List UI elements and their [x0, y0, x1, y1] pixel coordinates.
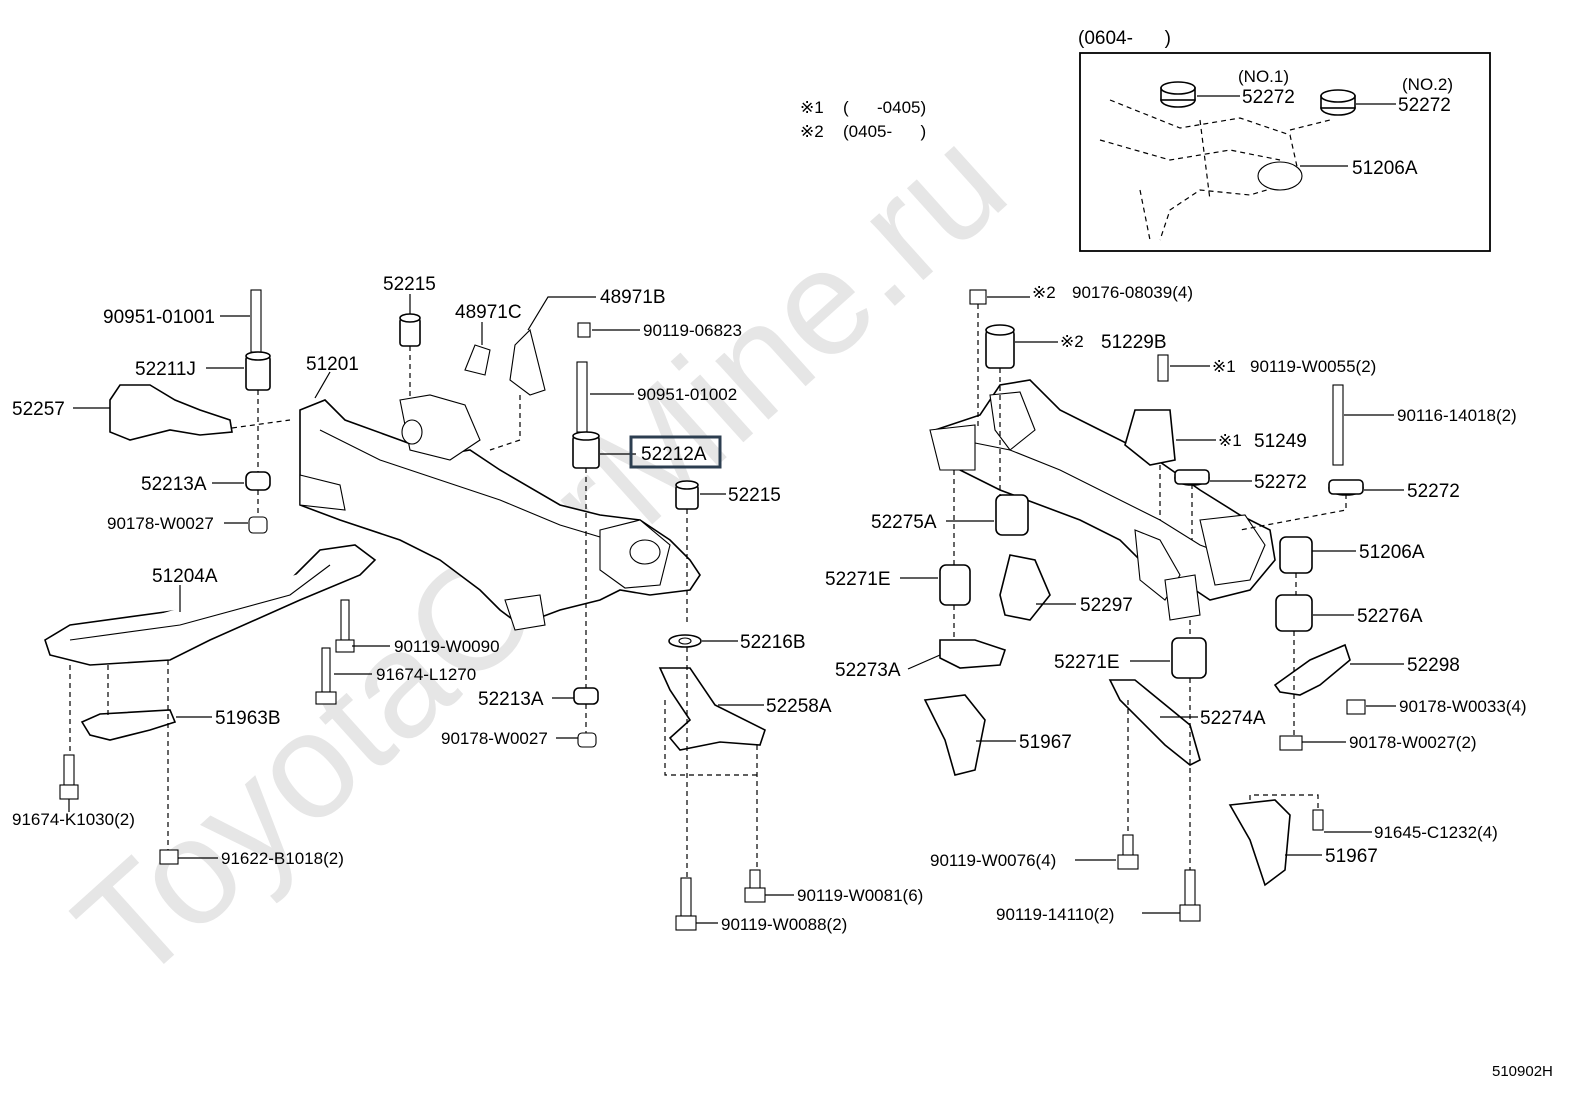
- front-suspension-member-assembly: 90951-01001 52211J 52257 52213A 90178-W0…: [12, 274, 923, 934]
- part-90119-w0088[interactable]: 90119-W0088(2): [721, 915, 847, 934]
- part-51204a[interactable]: 51204A: [152, 566, 218, 587]
- part-90119-w0081[interactable]: 90119-W0081(6): [797, 886, 923, 905]
- inset-part-51206a[interactable]: 51206A: [1352, 158, 1418, 179]
- part-52276a[interactable]: 52276A: [1357, 606, 1423, 627]
- part-90178-w0033[interactable]: 90178-W0033(4): [1399, 697, 1527, 716]
- part-91674-l1270[interactable]: 91674-L1270: [376, 665, 476, 684]
- mark-1-a: ※1: [1212, 357, 1236, 376]
- part-52215-top[interactable]: 52215: [383, 274, 436, 295]
- part-90119-14110[interactable]: 90119-14110(2): [996, 905, 1114, 924]
- part-51963b[interactable]: 51963B: [215, 708, 281, 729]
- part-51249[interactable]: 51249: [1254, 431, 1307, 452]
- inset-diagram: (0604- ) (NO.1) (NO.2) 52272 52272 51206…: [1078, 28, 1491, 252]
- part-90178-w0027-center[interactable]: 90178-W0027: [441, 729, 548, 748]
- inset-part-52272-b[interactable]: 52272: [1398, 95, 1451, 116]
- part-52216b[interactable]: 52216B: [740, 632, 806, 653]
- part-52297[interactable]: 52297: [1080, 595, 1133, 616]
- note-2-range: (0405- ): [843, 122, 926, 141]
- part-52213a-lower[interactable]: 52213A: [478, 689, 544, 710]
- note-1-range: ( -0405): [843, 98, 926, 117]
- mark-2-a: ※2: [1032, 283, 1056, 302]
- highlight-box: [629, 435, 722, 469]
- part-90951-01001[interactable]: 90951-01001: [103, 307, 215, 328]
- part-51206a[interactable]: 51206A: [1359, 542, 1425, 563]
- part-48971c[interactable]: 48971C: [455, 302, 522, 323]
- part-51967-upper[interactable]: 51967: [1019, 732, 1072, 753]
- part-51967-lower[interactable]: 51967: [1325, 846, 1378, 867]
- part-90119-w0090[interactable]: 90119-W0090: [394, 637, 500, 656]
- part-90178-w0027-right[interactable]: 90178-W0027(2): [1349, 733, 1477, 752]
- part-90119-06823[interactable]: 90119-06823: [643, 321, 742, 340]
- inset-label-no2: (NO.2): [1402, 75, 1453, 94]
- inset-label-no1: (NO.1): [1238, 67, 1289, 86]
- part-52271e-lower[interactable]: 52271E: [1054, 652, 1120, 673]
- part-51229b[interactable]: 51229B: [1101, 332, 1167, 353]
- part-52211j[interactable]: 52211J: [135, 359, 196, 380]
- part-90178-w0027-left[interactable]: 90178-W0027: [107, 514, 214, 533]
- part-90116-14018[interactable]: 90116-14018(2): [1397, 406, 1517, 425]
- part-48971b[interactable]: 48971B: [600, 287, 666, 308]
- part-52272-right-b[interactable]: 52272: [1407, 481, 1460, 502]
- figure-code: 510902H: [1492, 1063, 1553, 1080]
- mark-2-b: ※2: [1060, 332, 1084, 351]
- part-91674-k1030[interactable]: 91674-K1030(2): [12, 810, 135, 829]
- part-51201[interactable]: 51201: [306, 354, 359, 375]
- part-52212a[interactable]: 52212A: [641, 444, 707, 465]
- part-52213a-upper[interactable]: 52213A: [141, 474, 207, 495]
- inset-part-52272-a[interactable]: 52272: [1242, 87, 1295, 108]
- inset-range: (0604- ): [1078, 28, 1171, 49]
- part-52298[interactable]: 52298: [1407, 655, 1460, 676]
- part-52274a[interactable]: 52274A: [1200, 708, 1266, 729]
- part-90951-01002[interactable]: 90951-01002: [637, 385, 737, 404]
- notes: ※1 ( -0405) ※2 (0405- ): [800, 98, 926, 141]
- part-90176-08039[interactable]: 90176-08039(4): [1072, 283, 1193, 302]
- part-52258a[interactable]: 52258A: [766, 696, 832, 717]
- part-52215-right[interactable]: 52215: [728, 485, 781, 506]
- part-52275a[interactable]: 52275A: [871, 512, 937, 533]
- part-91645-c1232[interactable]: 91645-C1232(4): [1374, 823, 1498, 842]
- part-52272-right-a[interactable]: 52272: [1254, 472, 1307, 493]
- part-52271e-upper[interactable]: 52271E: [825, 569, 891, 590]
- part-52257[interactable]: 52257: [12, 399, 65, 420]
- part-91622-b1018[interactable]: 91622-B1018(2): [221, 849, 344, 868]
- note-2-mark: ※2: [800, 122, 824, 141]
- part-90119-w0076[interactable]: 90119-W0076(4): [930, 851, 1056, 870]
- note-1-mark: ※1: [800, 98, 824, 117]
- part-52273a[interactable]: 52273A: [835, 660, 901, 681]
- part-90119-w0055[interactable]: 90119-W0055(2): [1250, 357, 1376, 376]
- mark-1-b: ※1: [1218, 431, 1242, 450]
- rear-suspension-member-assembly: ※2 90176-08039(4) ※2 51229B ※1 90119-W00…: [825, 283, 1527, 924]
